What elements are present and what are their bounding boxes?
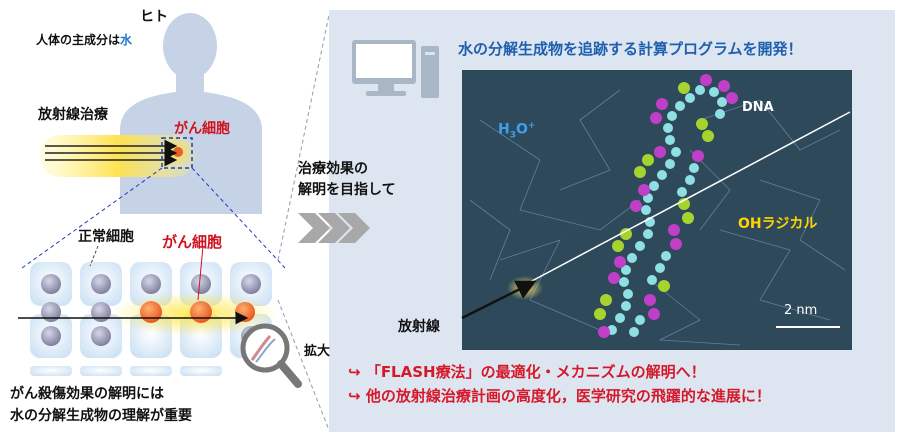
goal-line2: 解明を目指して <box>298 182 396 198</box>
outcome-2: ↪ 他の放射線治療計画の高度化，医学研究の飛躍的な進展に！ <box>348 385 771 406</box>
body-component-text: 人体の主成分は水 <box>36 31 132 48</box>
normal-cell-label: 正常細胞 <box>78 229 134 245</box>
simulation-image <box>462 70 852 350</box>
scale-label: 2 nm <box>784 303 818 318</box>
h3o-sup: + <box>527 121 536 131</box>
cancer-cell-label-top: がん細胞 <box>174 121 230 137</box>
oh-radical-label: OHラジカル <box>738 216 818 232</box>
radiotherapy-label: 放射線治療 <box>38 107 108 123</box>
arrow-icon: ↪ <box>348 363 361 381</box>
cell-grid <box>18 245 280 376</box>
outcome-2-text: 他の放射線治療計画の高度化，医学研究の飛躍的な進展に！ <box>365 387 771 405</box>
h3o-label: H3O+ <box>498 121 535 140</box>
bottom-note-line2: 水の分解生成物の理解が重要 <box>10 408 192 424</box>
cancer-cell-label-mid: がん細胞 <box>162 233 223 251</box>
radiation-arrow <box>461 280 537 320</box>
computer-icon <box>352 40 439 98</box>
h3o-h: H <box>498 121 510 138</box>
arrow-icon: ↪ <box>348 387 361 405</box>
h3o-sub: 3 <box>509 130 516 141</box>
human-label: ヒト <box>140 9 168 25</box>
goal-line1: 治療効果の <box>298 161 368 177</box>
chevron-arrows-icon <box>298 213 370 243</box>
human-silhouette <box>120 13 262 214</box>
magnifier-icon <box>240 323 302 388</box>
radiation-arrows <box>45 139 178 167</box>
outcome-1-text: 「FLASH療法」の最適化・メカニズムの解明へ！ <box>365 363 706 381</box>
h3o-o: O <box>515 121 528 138</box>
outcome-1: ↪ 「FLASH療法」の最適化・メカニズムの解明へ！ <box>348 361 706 382</box>
bottom-note-line1: がん殺傷効果の解明には <box>10 386 164 402</box>
zoom-label: 拡大 <box>304 344 331 359</box>
water-word: 水 <box>120 33 133 47</box>
zoom-box <box>161 137 193 169</box>
dna-label: DNA <box>742 100 774 115</box>
headline: 水の分解生成物を追跡する計算プログラムを開発！ <box>458 40 803 58</box>
body-component-prefix: 人体の主成分は <box>36 33 121 47</box>
radiation-label: 放射線 <box>398 319 440 335</box>
